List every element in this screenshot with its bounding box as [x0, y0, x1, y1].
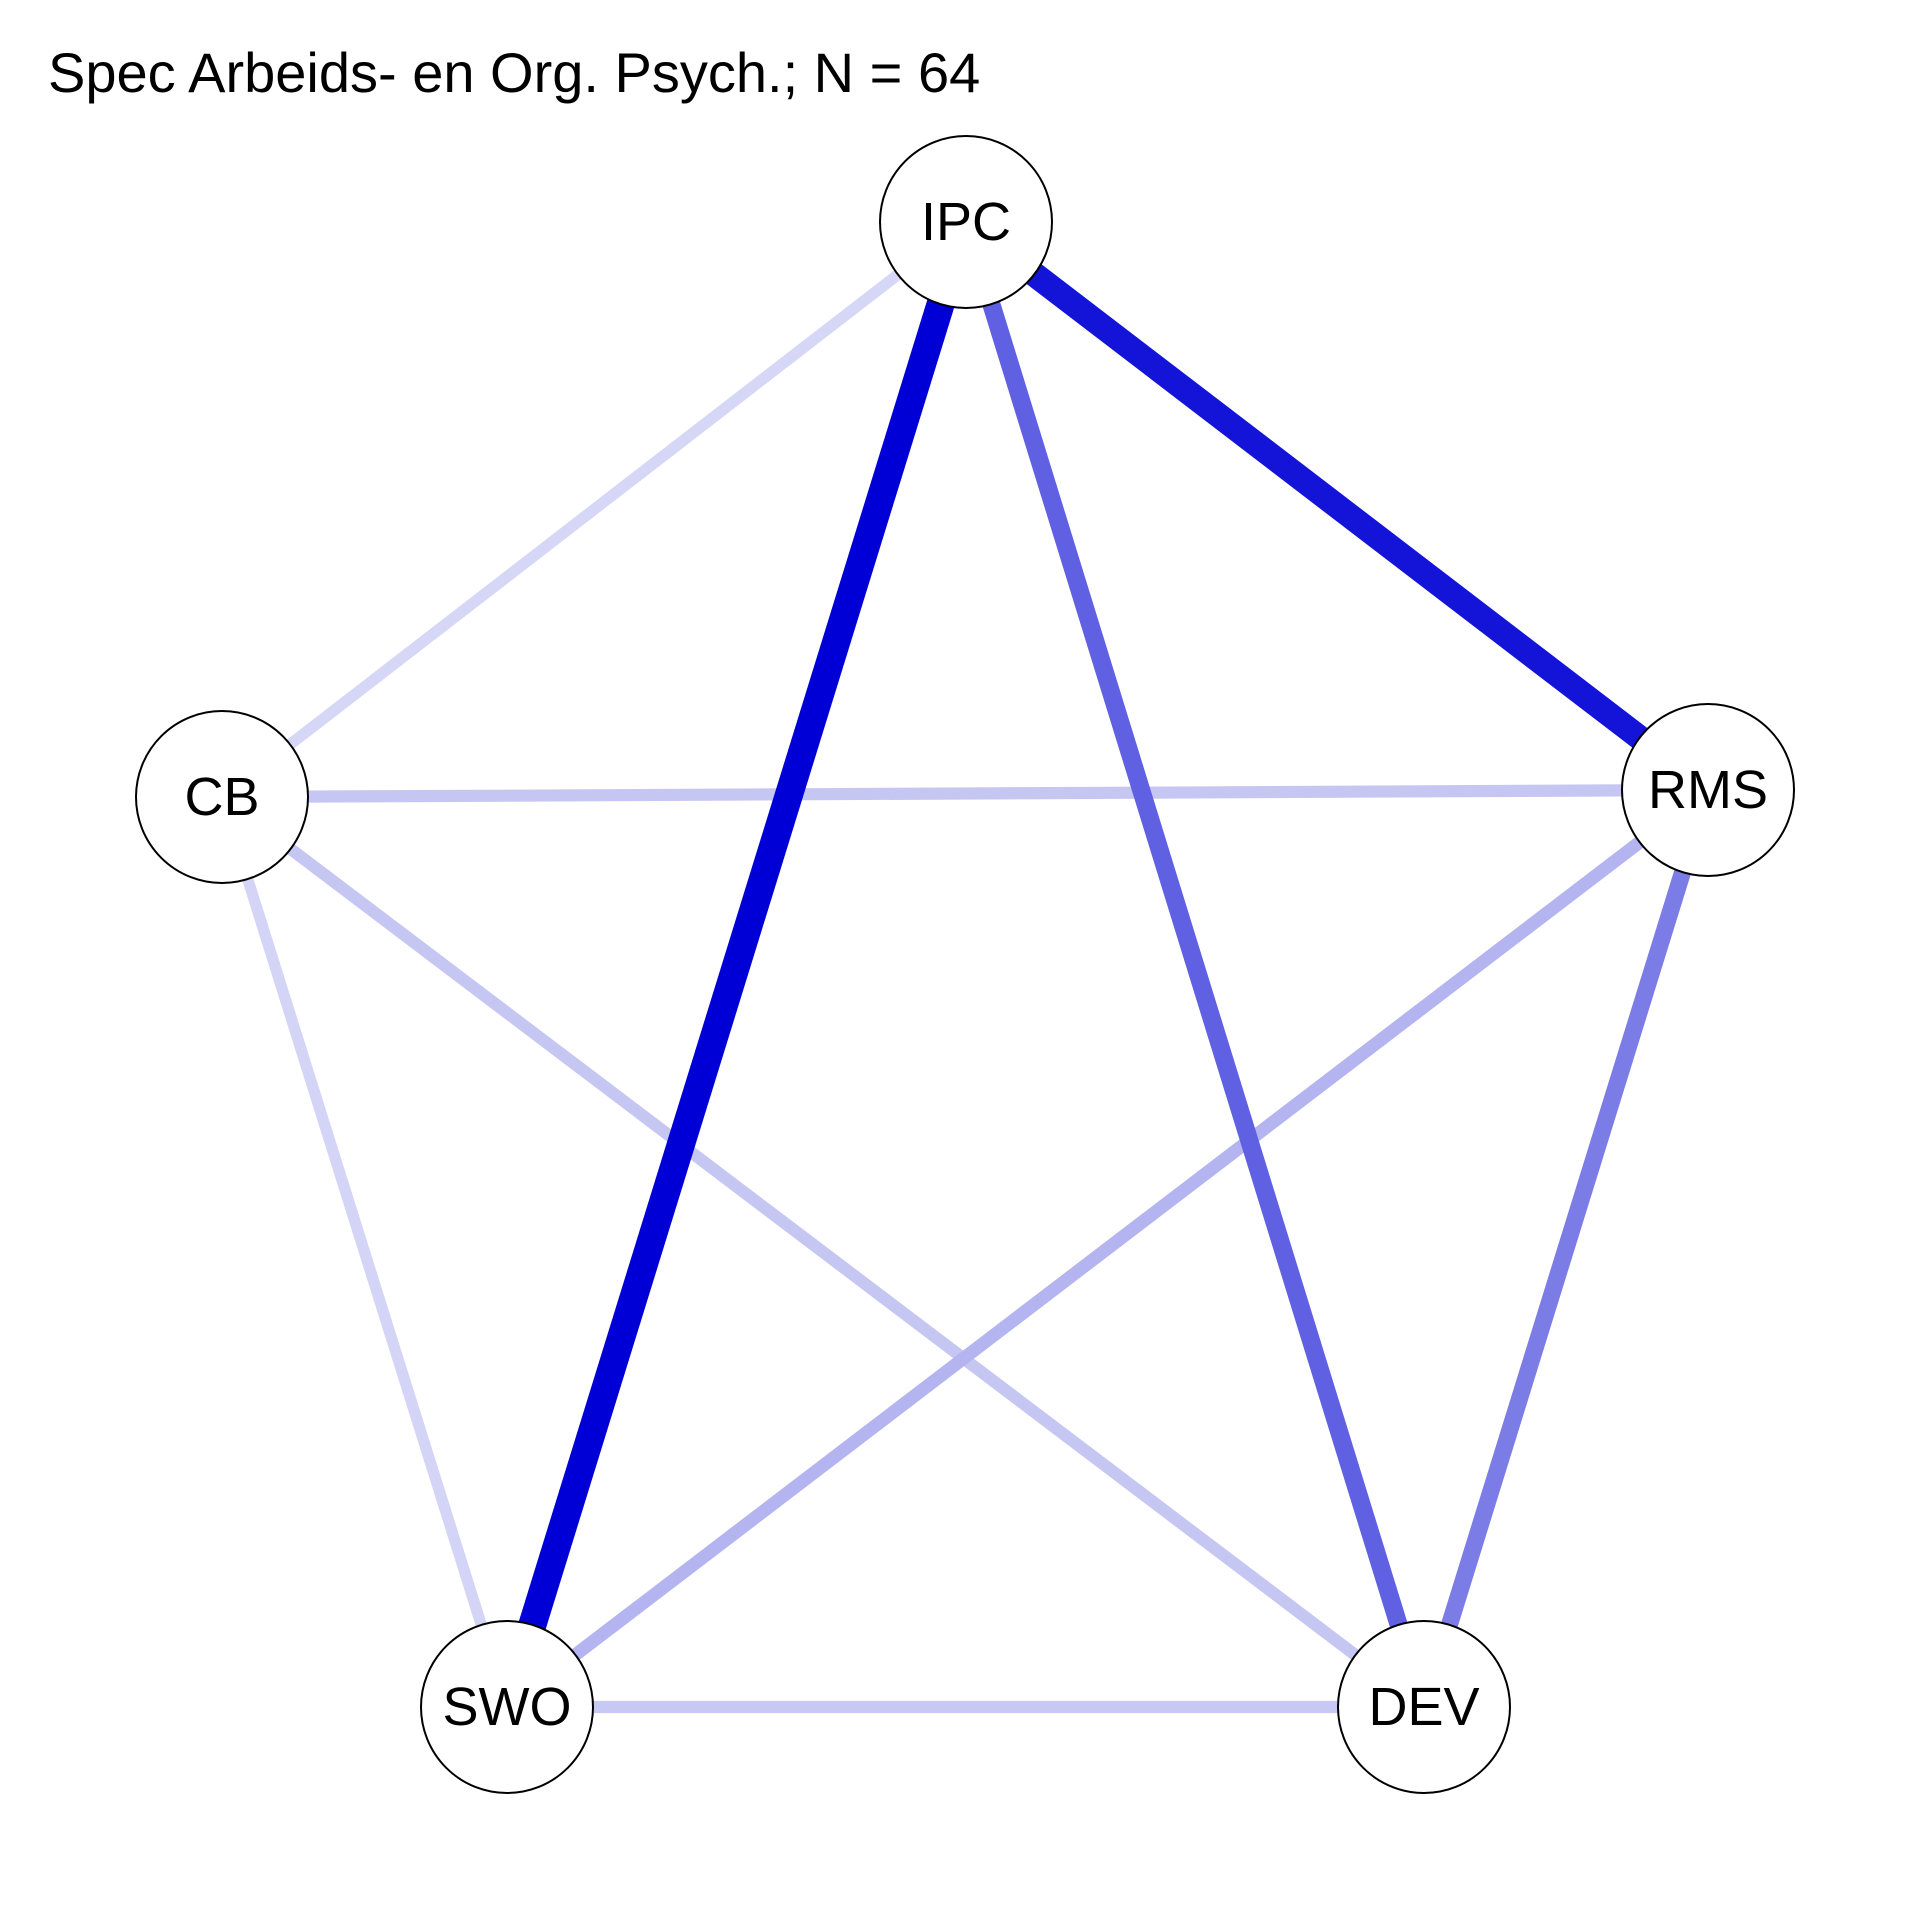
edge-ipc-dev [957, 219, 1433, 1710]
node-label-rms: RMS [1648, 760, 1768, 820]
node-label-ipc: IPC [921, 192, 1011, 252]
edge-ipc-swo [493, 217, 980, 1712]
node-circle-swo [420, 1620, 594, 1794]
node-circle-ipc [879, 135, 1053, 309]
node-circle-cb [135, 710, 309, 884]
edge-rms-dev [1415, 787, 1717, 1710]
node-swo: SWO [420, 1620, 594, 1794]
edge-cb-swo [216, 795, 513, 1709]
edge-ipc-cb [218, 217, 970, 802]
node-ipc: IPC [879, 135, 1053, 309]
node-circle-dev [1337, 1620, 1511, 1794]
node-label-dev: DEV [1368, 1677, 1479, 1737]
node-label-swo: SWO [443, 1677, 572, 1737]
edge-rms-swo [503, 784, 1712, 1713]
node-cb: CB [135, 710, 309, 884]
nodes-layer: IPC RMS DEV SWO CB [135, 135, 1795, 1794]
edge-ipc-rms [958, 212, 1716, 800]
edge-cb-rms [221, 783, 1709, 804]
graph-title: Spec Arbeids- en Org. Psych.; N = 64 [48, 41, 980, 104]
node-circle-rms [1621, 703, 1795, 877]
edges-layer [216, 212, 1717, 1714]
node-label-cb: CB [184, 767, 259, 827]
node-rms: RMS [1621, 703, 1795, 877]
edge-cb-dev [218, 792, 1428, 1712]
node-dev: DEV [1337, 1620, 1511, 1794]
